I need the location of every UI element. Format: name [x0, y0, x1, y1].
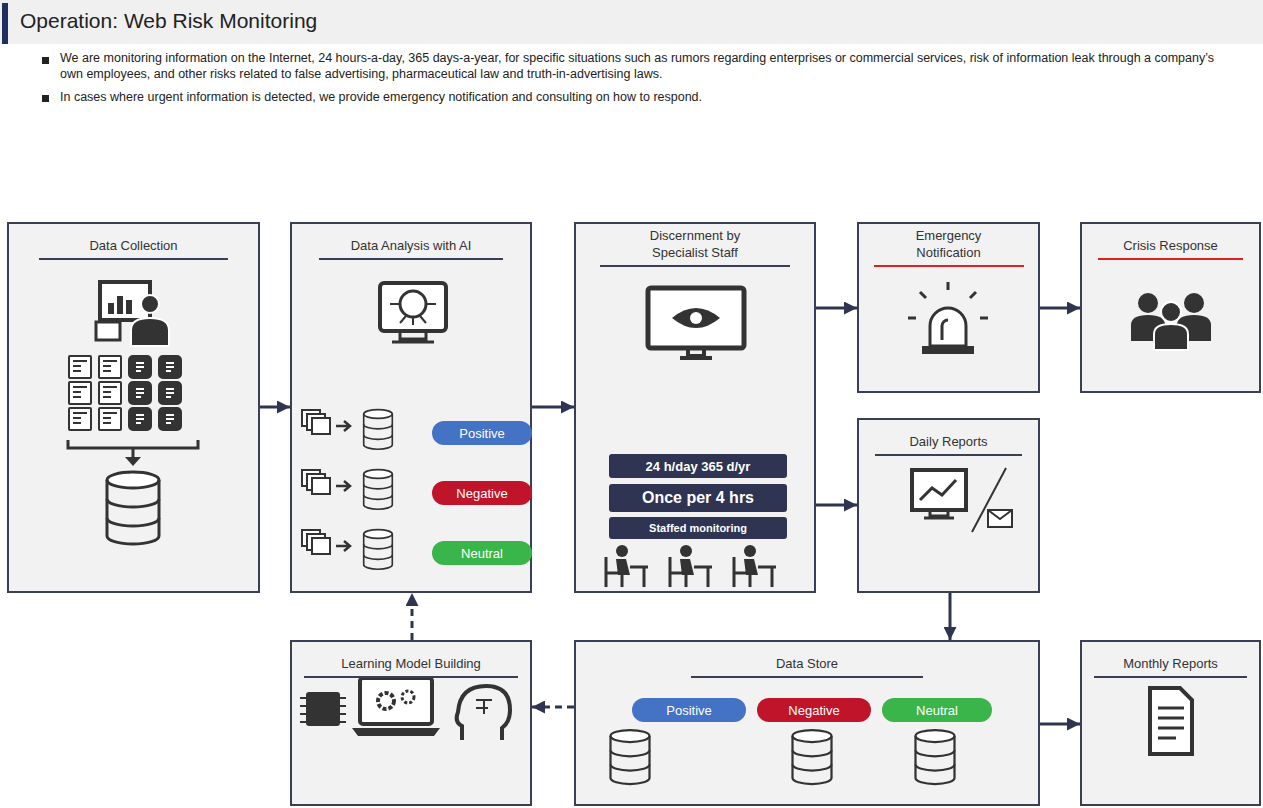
team-icon	[1131, 293, 1211, 350]
sentiment-pill: Positive	[632, 698, 746, 722]
database-icon	[107, 472, 159, 544]
box-heading: Learning Model Building	[304, 656, 517, 678]
box-fills	[7, 222, 1261, 806]
learning-icons	[300, 678, 510, 740]
band-label: 24 h/day 365 d/yr	[642, 459, 755, 474]
pill-label: Positive	[455, 426, 509, 441]
sentiment-pill: Negative	[757, 698, 871, 722]
bullet-mark	[42, 57, 49, 64]
flow-arrow	[949, 593, 952, 640]
process-box: Discernment by Specialist Staff 24 h/day …	[574, 222, 816, 593]
box-fill	[290, 222, 532, 593]
box-heading: Data Analysis with AI	[319, 238, 504, 260]
schedule-band: 24 h/day 365 d/yr	[609, 454, 787, 478]
box-fill	[857, 418, 1040, 593]
box-fill	[574, 222, 816, 593]
box-fill	[1080, 222, 1261, 393]
process-box: Monthly Reports	[1080, 640, 1261, 806]
pill-label: Neutral	[912, 703, 962, 718]
box-heading: Data Store	[691, 656, 923, 678]
box-heading: Crisis Response	[1098, 238, 1243, 260]
band-label: Staffed monitoring	[645, 522, 751, 534]
box-fill	[1080, 640, 1261, 806]
box-fill	[7, 222, 260, 593]
flow-arrow	[1040, 723, 1080, 726]
pill-label: Negative	[784, 703, 843, 718]
siren-icon	[908, 282, 988, 354]
process-box: Emergency Notification	[857, 222, 1040, 393]
staff-icons	[606, 545, 776, 587]
box-heading: Discernment by Specialist Staff	[600, 228, 790, 267]
monthly-report-icon	[1150, 688, 1192, 754]
sentiment-pill: Neutral	[882, 698, 992, 722]
process-box: Data Collection	[7, 222, 260, 593]
flow-arrow	[532, 706, 574, 709]
bullet-text: In cases where urgent information is det…	[60, 89, 1220, 105]
monitor-eye-icon	[648, 288, 744, 358]
title-bar	[0, 0, 1263, 44]
process-box: Crisis Response	[1080, 222, 1261, 393]
sentiment-pill: Negative	[432, 481, 532, 505]
flow-arrow	[260, 406, 290, 409]
box-fill	[290, 640, 532, 806]
bracket-arrow	[125, 457, 141, 466]
analyst-icon	[96, 282, 169, 346]
process-box: Data Analysis with AI PositiveNegativeNeu…	[290, 222, 532, 593]
daily-report-icon	[912, 468, 1012, 532]
bullet-text: We are monitoring information on the Int…	[60, 50, 1220, 82]
title-accent	[2, 3, 8, 44]
schedule-band: Once per 4 hrs	[609, 484, 787, 512]
pill-label: Negative	[452, 486, 511, 501]
box-heading: Emergency Notification	[874, 228, 1024, 267]
box-heading: Daily Reports	[875, 434, 1021, 456]
process-box: Daily Reports	[857, 418, 1040, 593]
source-icons	[69, 356, 181, 430]
box-fill	[574, 640, 1040, 806]
flow-arrow	[816, 504, 857, 507]
title-text: Operation: Web Risk Monitoring	[20, 9, 317, 33]
sentiment-pill: Positive	[432, 421, 532, 445]
flow-arrow	[411, 593, 414, 640]
schedule-band: Staffed monitoring	[609, 517, 787, 539]
box-heading: Monthly Reports	[1094, 656, 1247, 678]
pill-label: Neutral	[457, 546, 507, 561]
flow-arrow	[1040, 307, 1080, 310]
bracket	[68, 440, 198, 458]
box-fill	[857, 222, 1040, 393]
band-label: Once per 4 hrs	[638, 489, 758, 507]
pill-label: Positive	[662, 703, 716, 718]
ai-icon	[380, 283, 446, 342]
box-heading: Data Collection	[39, 238, 227, 260]
sentiment-pill: Neutral	[432, 541, 532, 565]
bullet-mark	[42, 95, 49, 102]
process-box: Learning Model Building	[290, 640, 532, 806]
flow-arrow	[532, 406, 574, 409]
process-box: Data StorePositive Negative Neutral	[574, 640, 1040, 806]
classify-icons	[302, 410, 392, 570]
flow-arrow	[816, 307, 857, 310]
store-databases	[611, 730, 955, 784]
